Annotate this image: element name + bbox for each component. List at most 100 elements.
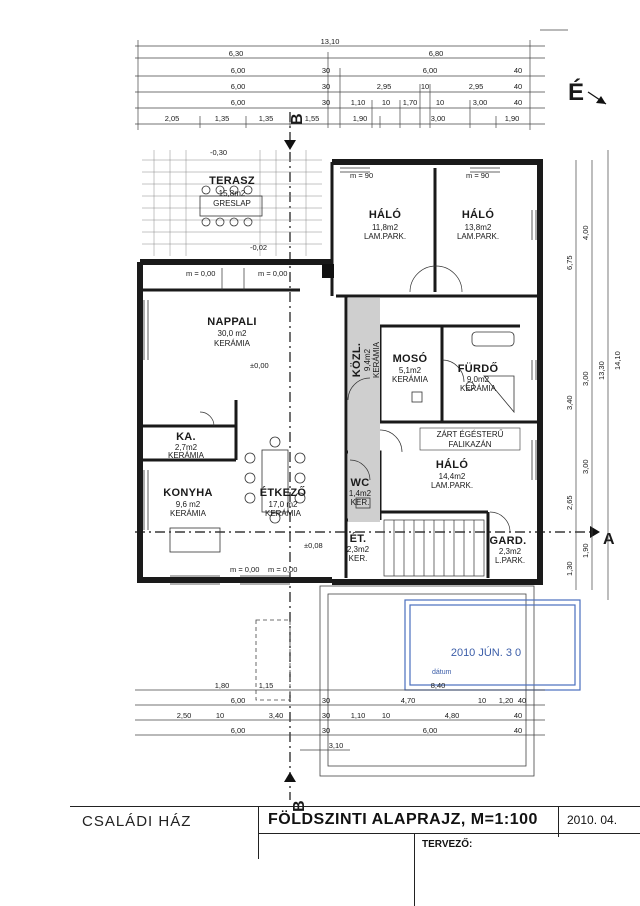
room-name: ÉTKEZŐ bbox=[260, 486, 307, 499]
lintel-mark-2: m = 0,00 bbox=[258, 269, 287, 278]
dim-bottom-3c: 3,40 bbox=[269, 711, 284, 720]
project-name: CSALÁDI HÁZ bbox=[82, 813, 192, 830]
dim-bottom-2e: 1,20 bbox=[499, 696, 514, 705]
dim-top-4e: 1,70 bbox=[403, 98, 418, 107]
dim-bottom-2f: 40 bbox=[518, 696, 526, 705]
dim-top-2b: 30 bbox=[322, 66, 330, 75]
dim-bottom-4b: 30 bbox=[322, 726, 330, 735]
dim-bottom-3b: 10 bbox=[216, 711, 224, 720]
dim-top-2d: 40 bbox=[514, 66, 522, 75]
room-area: 30,0 m2 bbox=[218, 329, 247, 338]
terrace-chairs bbox=[201, 185, 253, 227]
dim-right-total: 14,10 bbox=[613, 351, 622, 370]
bathroom-fixtures bbox=[355, 331, 515, 509]
dim-top-3c: 2,95 bbox=[377, 82, 392, 91]
room-area: 14,4m2 bbox=[439, 472, 466, 481]
room-area: 2,3m2 bbox=[347, 545, 370, 554]
bathtub-icon bbox=[471, 331, 515, 347]
bottom-dimension-chains: 1,80 1,15 8,40 6,00 30 4,70 10 1,20 40 2… bbox=[135, 681, 545, 751]
room-finish: LAM.PARK. bbox=[457, 232, 499, 241]
dim-right-4: 3,40 bbox=[565, 395, 574, 410]
room-area: 11,8m2 bbox=[372, 223, 399, 232]
stamp-label: dátum bbox=[432, 669, 452, 676]
room-finish: KER. bbox=[349, 554, 368, 563]
room-label-terasz: TERASZ 15,8m2 GRESLAP bbox=[209, 175, 255, 208]
room-label-moso: MOSÓ 5,1m2 KERÁMIA bbox=[392, 352, 429, 384]
stairs bbox=[383, 519, 485, 577]
dining-table-icon bbox=[261, 449, 289, 513]
north-arrow: É bbox=[568, 78, 607, 106]
room-label-eloter: ÉT. 2,3m2 KER. ±0,08 bbox=[304, 532, 370, 563]
dim-bottom-3g: 4,80 bbox=[445, 711, 460, 720]
room-name: ÉT. bbox=[350, 532, 367, 545]
lintel-mark-4: m = 0,00 bbox=[268, 565, 297, 574]
garage-outline bbox=[255, 585, 535, 777]
designer-label: TERVEZŐ: bbox=[422, 839, 473, 850]
dim-top-4d: 10 bbox=[382, 98, 390, 107]
dim-bottom-1b: 1,15 bbox=[259, 681, 274, 690]
room-name: GARD. bbox=[490, 535, 527, 547]
room-label-etkezo: ÉTKEZŐ 17,0 m2 KERÁMIA bbox=[260, 486, 307, 518]
title-block: CSALÁDI HÁZ FÖLDSZINTI ALAPRAJZ, M=1:100… bbox=[70, 806, 640, 906]
room-area: 13,8m2 bbox=[465, 223, 492, 232]
door-swings bbox=[199, 265, 511, 533]
dim-top-5e: 1,90 bbox=[353, 114, 368, 123]
room-label-halo-3: HÁLÓ 14,4m2 LAM.PARK. bbox=[431, 458, 473, 490]
wc-toilet-icon bbox=[355, 497, 371, 509]
dim-top-5c: 1,35 bbox=[259, 114, 274, 123]
drawing-title: FÖLDSZINTI ALAPRAJZ, M=1:100 bbox=[268, 811, 538, 828]
level-terrace: -0,30 bbox=[210, 148, 227, 157]
stamp-date: 2010 JÚN. 3 0 bbox=[451, 646, 521, 659]
dim-bottom-3h: 40 bbox=[514, 711, 522, 720]
dim-right-8: 1,30 bbox=[565, 561, 574, 576]
dim-bottom-4a: 6,00 bbox=[231, 726, 246, 735]
dim-top-1b: 6,80 bbox=[429, 49, 444, 58]
approval-stamp: 2010 JÚN. 3 0 dátum bbox=[404, 599, 581, 691]
room-area: 5,1m2 bbox=[399, 366, 422, 375]
room-area: 17,0 m2 bbox=[269, 500, 298, 509]
washing-machine-icon bbox=[411, 391, 423, 403]
terrace: -0,30 -0,02 bbox=[142, 148, 322, 256]
lintel-mark-3: m = 0,00 bbox=[230, 565, 259, 574]
dim-bottom-2d: 10 bbox=[478, 696, 486, 705]
room-label-gard: GARD. 2,3m2 L.PARK. bbox=[490, 535, 527, 565]
dim-top-4h: 40 bbox=[514, 98, 522, 107]
level-marks: m = 0,00 m = 0,00 m = 0,00 m = 0,00 m = … bbox=[186, 171, 489, 574]
dim-top-4g: 3,00 bbox=[473, 98, 488, 107]
drawing-date: 2010. 04. bbox=[567, 813, 618, 827]
dim-bottom-2b: 30 bbox=[322, 696, 330, 705]
dim-bottom-4c: 6,00 bbox=[423, 726, 438, 735]
room-name: WC bbox=[351, 477, 370, 489]
terrace-table bbox=[199, 195, 263, 217]
room-finish: L.PARK. bbox=[495, 556, 525, 565]
room-finish: KERÁMIA bbox=[392, 375, 429, 384]
room-area: 9,4m2 bbox=[363, 348, 372, 371]
room-label-halo-2: HÁLÓ 13,8m2 LAM.PARK. bbox=[457, 208, 499, 241]
level-main: ±0,00 bbox=[250, 361, 269, 370]
lintel-mark-1: m = 0,00 bbox=[186, 269, 215, 278]
room-label-konyha: KONYHA 9,6 m2 KERÁMIA bbox=[163, 487, 212, 518]
dim-top-3a: 6,00 bbox=[231, 82, 246, 91]
dim-top-3f: 40 bbox=[514, 82, 522, 91]
room-finish: KER. bbox=[351, 498, 370, 507]
room-area: 2,7m2 bbox=[175, 443, 198, 452]
sill-mark-2: m = 90 bbox=[466, 171, 489, 180]
room-area: 9,0m2 bbox=[467, 375, 490, 384]
title-rule bbox=[258, 833, 640, 835]
dim-right-inner-total: 13,30 bbox=[597, 361, 606, 380]
room-name: HÁLÓ bbox=[462, 208, 495, 221]
section-marker-b-top: B bbox=[284, 113, 306, 150]
corridor-shading bbox=[348, 298, 380, 522]
dim-top-4a: 6,00 bbox=[231, 98, 246, 107]
sill-mark-1: m = 90 bbox=[350, 171, 373, 180]
dim-right-5: 3,00 bbox=[581, 459, 590, 474]
room-name: TERASZ bbox=[209, 175, 255, 187]
exterior-walls bbox=[137, 159, 543, 585]
dim-bottom-3f: 10 bbox=[382, 711, 390, 720]
corner-tub-icon bbox=[483, 375, 515, 414]
room-name: HÁLÓ bbox=[436, 458, 469, 471]
boiler-note: ZÁRT ÉGÉSTERŰ FALIKAZÁN bbox=[419, 427, 521, 451]
dim-right-3: 3,00 bbox=[581, 371, 590, 386]
boiler-text-1: ZÁRT ÉGÉSTERŰ bbox=[437, 430, 504, 439]
